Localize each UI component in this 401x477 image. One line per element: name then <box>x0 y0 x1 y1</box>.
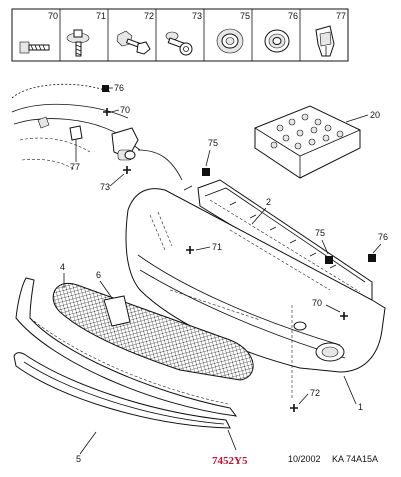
bumper-cover: 71 70 1 72 <box>125 185 386 412</box>
legend-cell-73: 73 <box>165 11 202 56</box>
callout-76-top: 76 <box>114 83 124 93</box>
lower-grille: 6 <box>52 270 254 381</box>
legend-cell-71: 71 <box>66 11 106 57</box>
fastener-kit-box: 20 <box>254 105 380 179</box>
fixing-point-75-marker <box>202 168 210 176</box>
callout-77-left: 77 <box>70 162 80 172</box>
fixing-point-76-right-marker <box>368 254 376 262</box>
legend-cell-76: 76 <box>264 11 298 53</box>
callout-2: 2 <box>266 197 271 207</box>
ring-clip-icon <box>264 29 290 53</box>
parts-legend: 70 71 72 <box>11 8 349 62</box>
legend-cell-75: 75 <box>216 11 250 54</box>
diagram-date: 10/2002 <box>288 454 321 464</box>
callout-5: 5 <box>76 454 81 464</box>
callout-76-right: 76 <box>378 232 388 242</box>
screw-with-washer-icon <box>165 31 193 56</box>
legend-number: 73 <box>192 11 202 21</box>
callout-72: 72 <box>310 388 320 398</box>
legend-number: 75 <box>240 11 250 21</box>
screw-icon <box>19 41 50 54</box>
callout-71-mid: 71 <box>212 242 222 252</box>
fixing-point-75-right-marker <box>325 256 333 264</box>
legend-number: 70 <box>48 11 58 21</box>
legend-number: 72 <box>144 11 154 21</box>
upper-spoiler-strip: 4 <box>15 262 238 417</box>
lower-lip-spoiler: 5 <box>13 352 237 464</box>
flange-screw-icon <box>66 29 90 57</box>
callout-20: 20 <box>370 110 380 120</box>
grommet-icon <box>216 28 244 54</box>
legend-number: 76 <box>288 11 298 21</box>
legend-cell-77: 77 <box>315 11 346 57</box>
catalog-code: KA 74A15A <box>332 454 378 464</box>
legend-cell-70: 70 <box>19 11 58 54</box>
callout-6: 6 <box>96 270 101 280</box>
callout-70-top: 70 <box>120 105 130 115</box>
mounting-detail-inset: 76 70 77 73 <box>11 83 183 192</box>
plastic-clip-icon <box>315 25 335 57</box>
callout-73-left: 73 <box>100 182 110 192</box>
callout-1: 1 <box>358 402 363 412</box>
legend-number: 71 <box>96 11 106 21</box>
bumper-reinforcement-beam: 75 2 75 76 <box>197 138 388 301</box>
callout-70-right: 70 <box>312 298 322 308</box>
reference-code: 7452Y5 <box>212 455 248 467</box>
callout-4: 4 <box>60 262 65 272</box>
fixing-point-76-marker <box>102 85 109 92</box>
callout-75-right: 75 <box>315 228 325 238</box>
legend-number: 77 <box>336 11 346 21</box>
screw-with-nut-icon <box>116 30 151 55</box>
callout-75-mid: 75 <box>208 138 218 148</box>
legend-cell-72: 72 <box>116 11 154 55</box>
